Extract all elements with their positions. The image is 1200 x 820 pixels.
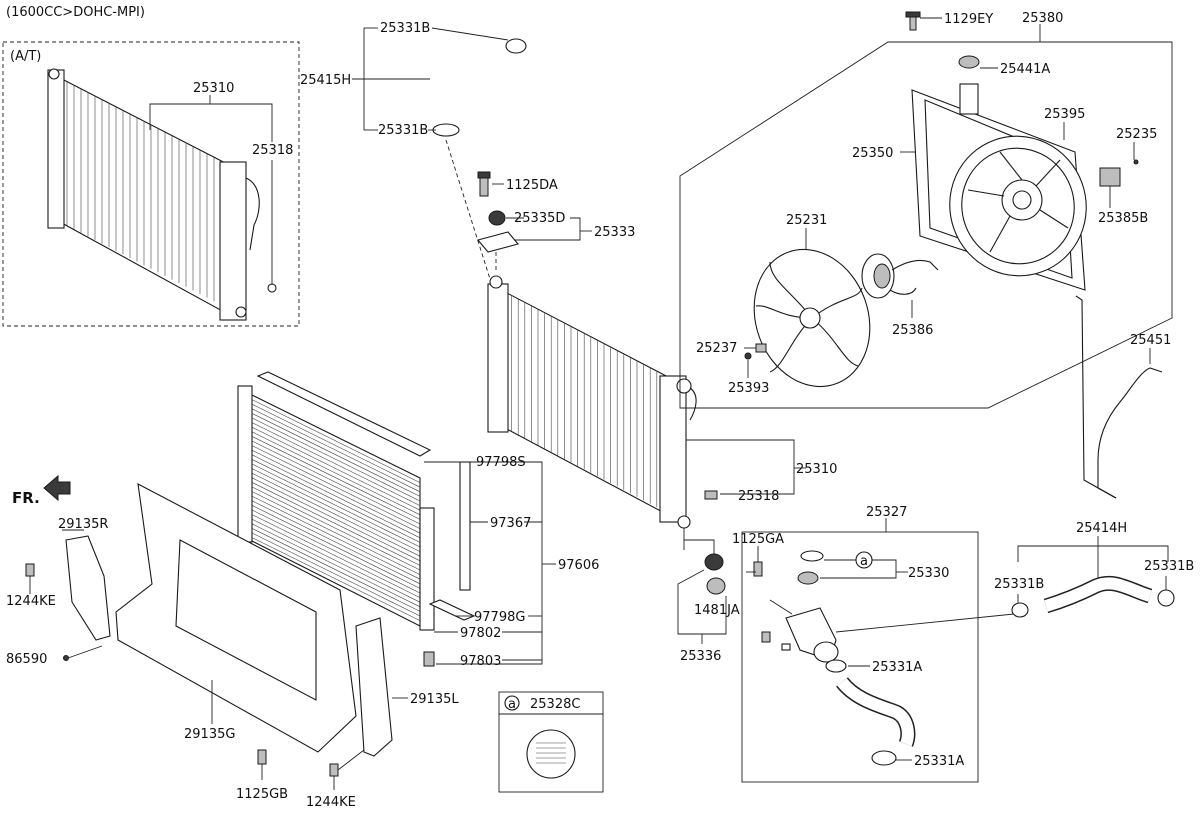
callout-97606: 97606 — [558, 558, 599, 573]
condenser-assembly: 97798S 97367 97606 97798G 97802 97803 — [237, 371, 599, 669]
condenser-fin — [249, 407, 421, 493]
callout-86590: 86590 — [6, 652, 47, 667]
condenser-fin — [249, 467, 421, 552]
callout-25318-inset: 25318 — [252, 143, 293, 158]
callout-25333: 25333 — [594, 225, 635, 240]
condenser-fin — [249, 421, 421, 506]
caution-label-disc — [526, 729, 576, 779]
lower-radiator-hose: 25414H 25331B 25331B — [994, 521, 1194, 618]
thermostat-housing-group: 25327 a 25330 25331A 25331A — [741, 505, 1015, 783]
main-radiator: 25310 25318 — [487, 275, 837, 556]
callout-25385B: 25385B — [1098, 211, 1148, 226]
callout-97802: 97802 — [460, 626, 501, 641]
callout-25350: 25350 — [852, 146, 893, 161]
callout-25331A-lower: 25331A — [914, 754, 964, 769]
condenser-fin — [249, 412, 421, 497]
upper-hose-assembly: 25331B 25415H 25331B — [300, 21, 527, 299]
callout-1481JA: 1481JA — [694, 603, 740, 618]
callout-25237: 25237 — [696, 341, 737, 356]
condenser-fin — [249, 476, 421, 562]
condenser-fin — [249, 439, 421, 525]
front-direction-label: FR. — [12, 489, 40, 507]
front-arrow-icon — [43, 474, 71, 502]
condenser-fin — [249, 425, 421, 511]
callout-25310-main: 25310 — [796, 462, 837, 477]
callout-1244KE-bottom: 1244KE — [306, 795, 356, 810]
fan-shroud-assembly: 25380 1129EY 25441A 25395 25235 25350 — [679, 11, 1173, 409]
condenser-fin — [249, 448, 421, 534]
callout-25395: 25395 — [1044, 107, 1085, 122]
condenser-fin — [249, 485, 421, 571]
radiator-bracket-group: 1125DA 25335D 25333 — [477, 171, 635, 272]
condenser-fin — [249, 444, 421, 529]
callout-25441A: 25441A — [1000, 62, 1050, 77]
callout-25235: 25235 — [1116, 127, 1157, 142]
condenser-fin — [249, 402, 421, 488]
condenser-fin — [249, 504, 421, 589]
callout-1244KE-left: 1244KE — [6, 594, 56, 609]
reference-a-label: a — [860, 554, 868, 569]
callout-1129EY: 1129EY — [944, 12, 993, 27]
condenser-fin — [249, 536, 421, 621]
overflow-hose: 25451 — [1075, 295, 1171, 499]
callout-25331B-top: 25331B — [380, 21, 430, 36]
condenser-fin — [249, 430, 421, 516]
condenser-fin — [249, 453, 421, 539]
callout-25328C: 25328C — [530, 697, 580, 712]
callout-25331B-right-left: 25331B — [994, 577, 1044, 592]
callout-29135L: 29135L — [410, 692, 459, 707]
callout-25310-inset: 25310 — [193, 81, 234, 96]
condenser-fin — [249, 398, 421, 483]
callout-97367: 97367 — [490, 516, 531, 531]
callout-25331A-upper: 25331A — [872, 660, 922, 675]
condenser-fin — [249, 462, 421, 548]
condenser-fin — [249, 481, 421, 566]
condenser-fin — [249, 513, 421, 598]
drain-plug-group: 1481JA 25336 1125GA — [677, 532, 784, 664]
callout-25231: 25231 — [786, 213, 827, 228]
condenser-fin — [249, 490, 421, 575]
condenser-fin — [249, 527, 421, 612]
callout-1125GA: 1125GA — [732, 532, 784, 547]
at-inset-box: (A/T) 25310 25318 — [2, 41, 300, 327]
callout-25330: 25330 — [908, 566, 949, 581]
callout-25327: 25327 — [866, 505, 907, 520]
condenser-fin — [249, 494, 421, 580]
condenser-fin — [249, 458, 421, 543]
callout-25414H: 25414H — [1076, 521, 1127, 536]
reference-a-box-marker — [504, 695, 520, 711]
condenser-fin — [249, 531, 421, 617]
condenser-fin — [249, 508, 421, 594]
callout-25380: 25380 — [1022, 11, 1063, 26]
callout-97798S: 97798S — [476, 455, 526, 470]
condenser-fin — [249, 471, 421, 557]
callout-25393: 25393 — [728, 381, 769, 396]
condenser-fin — [249, 522, 421, 608]
condenser-fin — [249, 416, 421, 502]
condenser-fin — [249, 435, 421, 520]
condenser-fin — [249, 499, 421, 585]
callout-1125DA: 1125DA — [506, 178, 558, 193]
callout-25331B-right-right: 25331B — [1144, 559, 1194, 574]
inset-label: (A/T) — [10, 49, 41, 64]
callout-1125GB: 1125GB — [236, 787, 288, 802]
front-direction-indicator: FR. — [12, 474, 71, 507]
callout-25335D: 25335D — [514, 211, 565, 226]
callout-25451: 25451 — [1130, 333, 1171, 348]
callout-25386: 25386 — [892, 323, 933, 338]
callout-97803: 97803 — [460, 654, 501, 669]
air-guard-group: 29135R 1244KE 86590 29135G 1125GB 29135L… — [6, 483, 459, 810]
reference-a-box-label: a — [508, 697, 516, 712]
callout-25415H: 25415H — [300, 73, 351, 88]
callout-25318-main: 25318 — [738, 489, 779, 504]
condenser-fin — [249, 517, 421, 603]
callout-97798G: 97798G — [474, 610, 525, 625]
callout-25336: 25336 — [680, 649, 721, 664]
caution-label-box: a 25328C — [498, 691, 604, 793]
callout-29135G: 29135G — [184, 727, 235, 742]
callout-29135R: 29135R — [58, 517, 108, 532]
engine-label: (1600CC>DOHC-MPI) — [6, 5, 145, 20]
callout-25331B-mid: 25331B — [378, 123, 428, 138]
